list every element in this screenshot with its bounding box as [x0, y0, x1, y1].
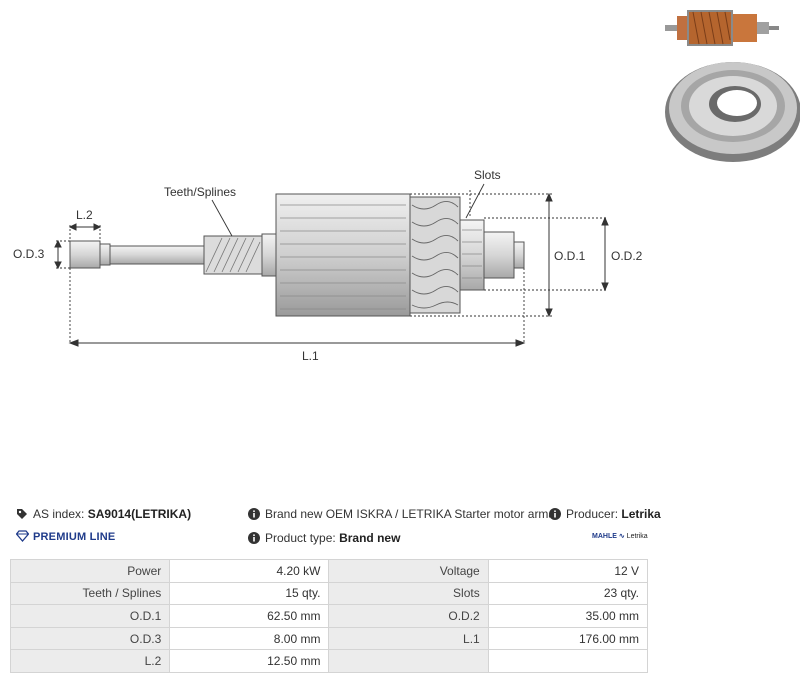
- specifications-table: Power 4.20 kW Voltage 12 V Teeth / Splin…: [9, 559, 649, 673]
- spec-label: Power: [9, 559, 171, 583]
- commutator-bars: [462, 229, 482, 279]
- product-type-value: Brand new: [339, 531, 401, 545]
- armature-outline: [69, 193, 525, 317]
- spec-value: 12 V: [487, 559, 649, 583]
- spec-label-empty: [328, 649, 489, 673]
- table-row: L.2 12.50 mm: [9, 649, 649, 673]
- spline-teeth-hatching: [205, 237, 261, 273]
- slots-label: Slots: [474, 168, 501, 182]
- dimension-lines: [56, 190, 608, 344]
- od1-label: O.D.1: [554, 249, 586, 263]
- bearing-photo: [665, 62, 800, 162]
- as-index-value: SA9014(LETRIKA): [87, 507, 192, 521]
- spec-value: 176.00 mm: [487, 626, 649, 651]
- premium-line-text: PREMIUM LINE: [33, 531, 116, 543]
- spec-label: Teeth / Splines: [9, 581, 171, 606]
- od2-label: O.D.2: [611, 249, 643, 263]
- spec-value: 23 qty.: [487, 581, 649, 606]
- producer-label: Producer:: [566, 507, 619, 521]
- tag-icon: [16, 508, 28, 523]
- armature-photo: [665, 10, 779, 46]
- info-icon: [549, 508, 561, 523]
- description-text: Brand new OEM ISKRA / LETRIKA Starter mo…: [265, 507, 550, 521]
- info-icon: [248, 508, 260, 523]
- table-row: O.D.1 62.50 mm O.D.2 35.00 mm: [9, 604, 649, 628]
- spec-label: L.1: [328, 626, 489, 651]
- spec-value: 15 qty.: [169, 581, 330, 606]
- spec-label: Slots: [328, 581, 489, 606]
- spec-label: O.D.2: [328, 604, 489, 628]
- table-row: Power 4.20 kW Voltage 12 V: [9, 559, 649, 583]
- description-line: Brand new OEM ISKRA / LETRIKA Starter mo…: [248, 507, 550, 523]
- product-photo: [655, 0, 800, 165]
- spec-value: 4.20 kW: [169, 559, 330, 583]
- producer-value: Letrika: [621, 507, 661, 521]
- spec-value: 62.50 mm: [169, 604, 330, 628]
- spec-label: O.D.1: [9, 604, 171, 628]
- spec-value-empty: [487, 649, 649, 673]
- mahle-letrika-logo: MAHLE ∿ Letrika: [592, 533, 648, 540]
- producer-line: Producer: Letrika: [549, 507, 661, 523]
- premium-line-badge: PREMIUM LINE: [15, 530, 116, 545]
- spec-value: 8.00 mm: [169, 626, 330, 651]
- teeth-splines-label: Teeth/Splines: [164, 185, 236, 199]
- spec-label: O.D.3: [9, 626, 171, 651]
- spec-value: 35.00 mm: [487, 604, 649, 628]
- od3-label: O.D.3: [13, 247, 45, 261]
- table-row: Teeth / Splines 15 qty. Slots 23 qty.: [9, 581, 649, 606]
- table-row: O.D.3 8.00 mm L.1 176.00 mm: [9, 626, 649, 651]
- product-type-label: Product type:: [265, 531, 336, 545]
- spec-value: 12.50 mm: [169, 649, 330, 673]
- leader-lines: [211, 183, 485, 237]
- l2-label: L.2: [76, 208, 93, 222]
- spec-label: L.2: [9, 649, 171, 673]
- l1-label: L.1: [302, 349, 319, 363]
- dimension-arrows: [54, 192, 609, 347]
- product-type-line: Product type: Brand new: [248, 531, 400, 547]
- winding-loops: [411, 201, 459, 309]
- armature-technical-drawing: Teeth/Splines Slots L.2 O.D.3 O.D.1 O.D.…: [13, 168, 643, 363]
- as-index-label: AS index:: [33, 507, 85, 521]
- info-icon: [248, 532, 260, 547]
- core-lamination-lines: [280, 204, 406, 310]
- diamond-icon: [15, 530, 30, 545]
- spec-label: Voltage: [328, 559, 489, 583]
- as-index-line: AS index: SA9014(LETRIKA): [16, 507, 191, 523]
